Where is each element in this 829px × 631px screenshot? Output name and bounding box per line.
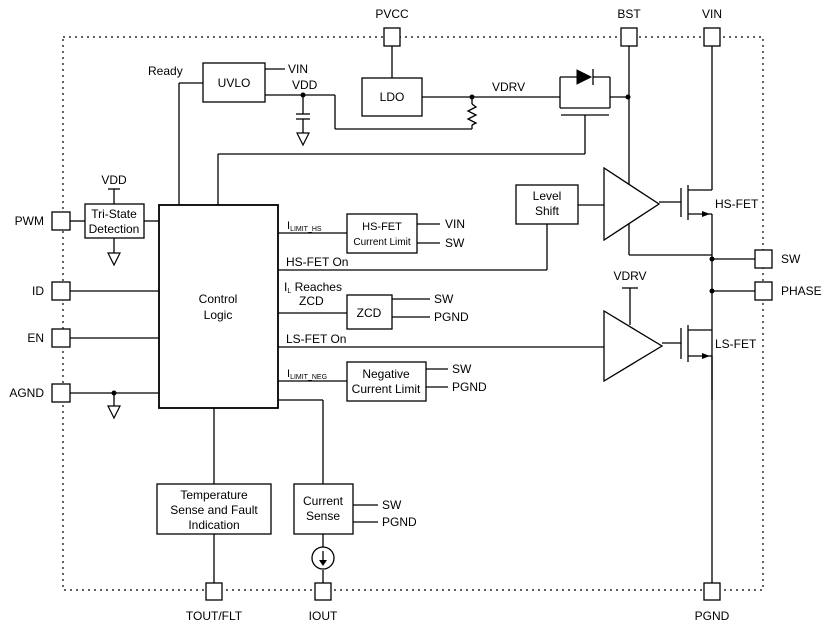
level-shift-label-1: Level <box>533 189 562 203</box>
negative-current-limit-block <box>346 361 427 402</box>
pin-label-vin: VIN <box>702 7 722 21</box>
temp-label-3: Indication <box>188 518 239 532</box>
pin-pvcc <box>383 27 401 47</box>
pin-pwm <box>51 211 71 231</box>
level-shift-block <box>515 184 579 225</box>
hscl-vin-label: VIN <box>445 217 465 231</box>
vdrv-top-label: VDRV <box>492 80 525 94</box>
negcl-label-2: Current Limit <box>352 382 421 396</box>
negcl-sw-label: SW <box>452 362 472 376</box>
hsfet-on-label: HS-FET On <box>286 255 348 269</box>
control-logic-label-1: Control <box>199 292 238 306</box>
temp-label-2: Sense and Fault <box>170 503 258 517</box>
negcl-pgnd-label: PGND <box>452 380 487 394</box>
pin-en <box>51 328 71 348</box>
temp-label-1: Temperature <box>180 488 248 502</box>
tristate-label-2: Detection <box>89 222 140 236</box>
hs-gate-driver <box>603 166 661 242</box>
pin-pgnd <box>703 582 721 601</box>
pin-agnd <box>51 383 71 403</box>
il-reaches-label: IL Reaches <box>284 280 342 295</box>
pin-vin <box>703 27 721 47</box>
current-sense-label-1: Current <box>303 494 344 508</box>
cs-pgnd-label: PGND <box>382 515 417 529</box>
zcd-label: ZCD <box>357 306 382 320</box>
pins <box>51 27 773 601</box>
pin-label-pvcc: PVCC <box>375 7 409 21</box>
control-logic-label-2: Logic <box>204 308 233 322</box>
pin-id <box>51 281 71 301</box>
pin-tout <box>205 582 223 601</box>
tristate-label-1: Tri-State <box>91 207 137 221</box>
tristate-detection-block <box>84 203 145 239</box>
level-shift-label-2: Shift <box>535 204 560 218</box>
zcd-sw-label: SW <box>434 292 454 306</box>
pin-label-pgnd: PGND <box>695 609 730 623</box>
pin-label-iout: IOUT <box>309 609 338 623</box>
pin-sw <box>754 249 773 269</box>
pin-label-en: EN <box>27 331 44 345</box>
current-source-icon <box>311 546 335 570</box>
ilimit-neg-label: ILIMIT_NEG <box>287 368 327 381</box>
ls-fet-arrow <box>702 353 710 359</box>
zcd-pgnd-label: PGND <box>434 310 469 324</box>
pin-label-tout: TOUT/FLT <box>186 609 243 623</box>
pin-bst <box>620 27 638 47</box>
current-sense-block <box>293 483 354 535</box>
control-logic-block <box>158 204 279 409</box>
uvlo-block <box>202 62 266 103</box>
package-boundary <box>62 36 764 591</box>
ls-gate-driver <box>603 309 664 383</box>
zcd-signal-label: ZCD <box>299 294 324 308</box>
ground-symbols <box>107 132 310 420</box>
zcd-block <box>346 294 393 330</box>
junction-dots <box>111 92 715 396</box>
negcl-label-1: Negative <box>362 367 410 381</box>
bootstrap-diode <box>576 69 593 85</box>
ls-fet-label: LS-FET <box>715 337 757 351</box>
pin-label-pwm: PWM <box>15 214 44 228</box>
hsfet-cl-label-2: Current Limit <box>353 237 410 248</box>
current-sense-label-2: Sense <box>306 509 340 523</box>
uvlo-label: UVLO <box>218 76 251 90</box>
pin-label-agnd: AGND <box>9 386 44 400</box>
ready-label: Ready <box>148 64 183 78</box>
pin-label-sw: SW <box>781 252 801 266</box>
pin-label-bst: BST <box>617 7 641 21</box>
hs-fet-label: HS-FET <box>715 197 759 211</box>
temperature-sense-block <box>156 483 272 535</box>
pin-label-phase: PHASE <box>781 284 822 298</box>
hscl-sw-label: SW <box>445 236 465 250</box>
vdrv-ls-label: VDRV <box>613 269 646 283</box>
hs-fet-arrow <box>702 211 710 217</box>
cs-sw-label: SW <box>382 498 402 512</box>
ilimit-hs-label: ILIMIT_HS <box>287 220 322 233</box>
ldo-label: LDO <box>380 90 405 104</box>
vdd-tristate-label: VDD <box>101 173 127 187</box>
uvlo-vin-label: VIN <box>288 62 308 76</box>
pin-phase <box>754 281 773 301</box>
hsfet-cl-label-1: HS-FET <box>362 221 402 233</box>
pin-label-id: ID <box>32 284 44 298</box>
hsfet-current-limit-block <box>346 213 418 254</box>
ldo-block <box>361 77 423 117</box>
pin-iout <box>314 582 332 601</box>
lsfet-on-label: LS-FET On <box>286 332 346 346</box>
vdd-cap-label: VDD <box>292 78 318 92</box>
